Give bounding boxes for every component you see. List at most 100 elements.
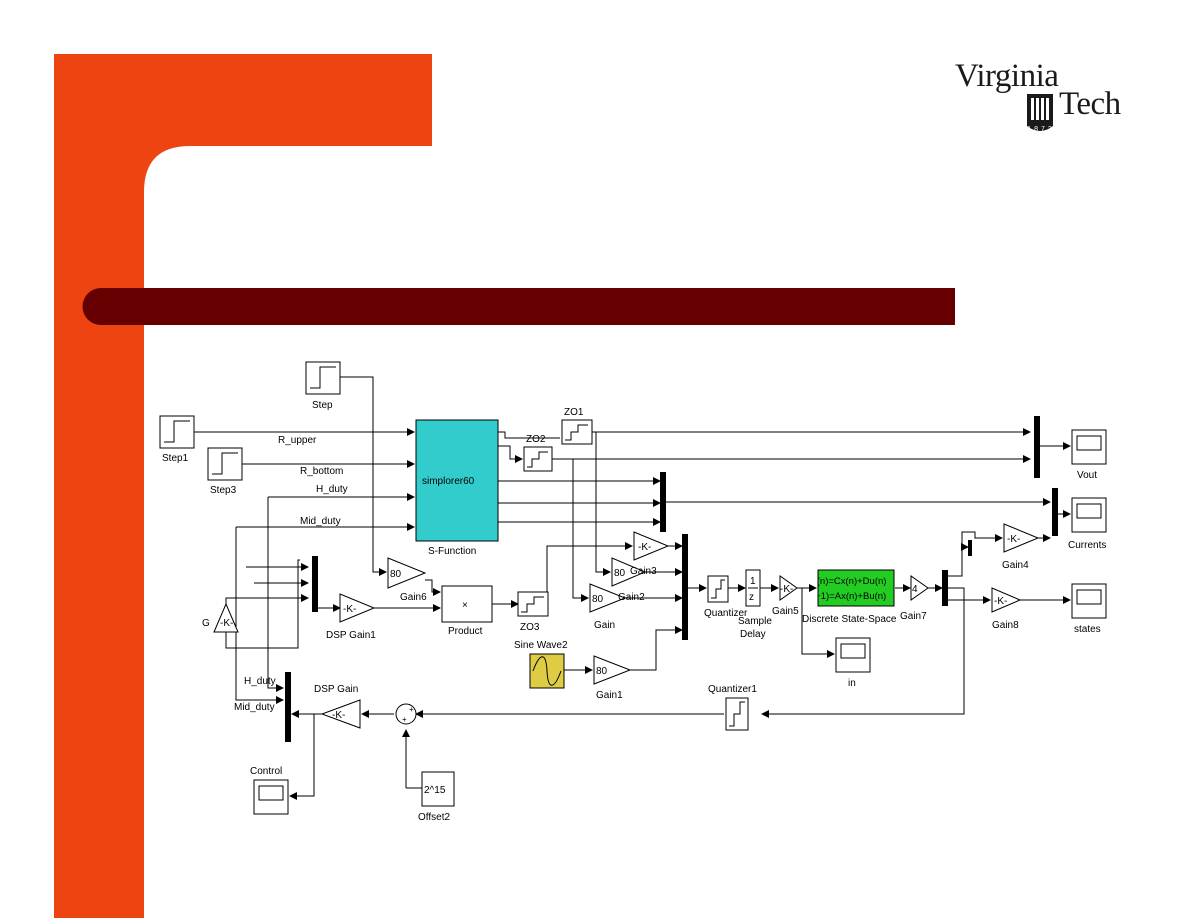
gain4-block[interactable]: -K- Gain4	[1002, 523, 1040, 571]
dsp-gain1-label: DSP Gain1	[326, 630, 376, 641]
gain8-block[interactable]: -K- Gain8	[991, 587, 1022, 631]
zo1-block[interactable]: ZO1	[561, 407, 593, 445]
gain6-label: Gain6	[400, 592, 427, 603]
zo3-block[interactable]: ZO3	[517, 591, 549, 633]
signal-label-mid-duty: Mid_duty	[300, 516, 341, 527]
signal-label-h-duty-2: H_duty	[244, 676, 276, 687]
signal-lines	[194, 376, 1071, 800]
currents-scope[interactable]: Currents	[1068, 497, 1107, 551]
dsp-gain-label: DSP Gain	[314, 684, 358, 695]
vout-label: Vout	[1077, 470, 1097, 481]
signal-label-mid-duty-2: Mid_duty	[234, 702, 275, 713]
gain5-label: Gain5	[772, 606, 799, 617]
gain2-block[interactable]: 80 Gain2 Gain	[589, 583, 645, 631]
in-scope[interactable]: in	[835, 637, 871, 689]
offset-label: Offset2	[418, 812, 450, 823]
quantizer1-block[interactable]: Quantizer1	[708, 684, 757, 731]
dsp-gain-block[interactable]: -K- DSP Gain	[314, 684, 361, 729]
sine-wave-label: Sine Wave2	[514, 640, 568, 651]
currents-label: Currents	[1068, 540, 1106, 551]
sum-plus-2: +	[402, 715, 407, 724]
product-label: Product	[448, 626, 483, 637]
unit-delay-numerator: 1	[750, 576, 756, 587]
gain3-k: -K-	[638, 542, 651, 553]
gain5-block[interactable]: -K- Gain5	[772, 575, 799, 617]
gain6-value: 80	[390, 569, 402, 580]
demux-states	[942, 570, 948, 606]
step1-label: Step1	[162, 453, 189, 464]
mux-gains	[682, 534, 688, 640]
state-space-eq1: y(n)=Cx(n)+Du(n)	[812, 576, 886, 587]
signal-label-r-upper: R_upper	[278, 435, 317, 446]
step-block[interactable]: Step	[305, 361, 341, 411]
gain1-label: Gain1	[596, 690, 623, 701]
gain-g-block[interactable]: -K- G	[202, 602, 239, 633]
dsp-gain1-k: -K-	[343, 604, 356, 615]
gain3-block[interactable]: -K-	[633, 531, 670, 561]
states-label: states	[1074, 624, 1101, 635]
gain-label: Gain	[594, 620, 615, 631]
zo1-label: ZO1	[564, 407, 584, 418]
zo2-block[interactable]: ZO2	[523, 434, 553, 472]
product-block[interactable]: × Product	[441, 585, 493, 637]
gain1-block[interactable]: 80 Gain1	[593, 655, 632, 701]
orange-curve	[144, 146, 190, 192]
dsp-gain-k: -K-	[332, 710, 345, 721]
gain3-label: Gain3	[630, 566, 657, 577]
control-label: Control	[250, 766, 282, 777]
offset-block[interactable]: 2^15 Offset2	[406, 771, 455, 823]
logo-year: 1872	[1027, 126, 1055, 133]
quantizer-label: Quantizer	[704, 608, 748, 619]
gain1-value: 80	[596, 666, 608, 677]
gain7-block[interactable]: 4 Gain7	[900, 575, 929, 622]
gain-g-label: G	[202, 618, 210, 629]
sum-block[interactable]: + +	[395, 703, 417, 725]
gain2-label: Gain2	[618, 592, 645, 603]
sine-wave-block[interactable]: Sine Wave2	[514, 640, 568, 689]
demux-currents-small	[968, 540, 972, 556]
gain4-label: Gain4	[1002, 560, 1029, 571]
quantizer1-label: Quantizer1	[708, 684, 757, 695]
state-space-eq2: x(n+1)=Ax(n)+Bu(n)	[802, 591, 886, 602]
sum-plus-1: +	[409, 705, 414, 714]
s-function-name: simplorer60	[422, 476, 475, 487]
mux-vout	[1034, 416, 1040, 478]
vout-scope[interactable]: Vout	[1071, 429, 1107, 481]
dsp-gain1-block[interactable]: -K- DSP Gain1	[326, 593, 376, 641]
maroon-bar	[82, 288, 956, 325]
gain7-label: Gain7	[900, 611, 927, 622]
offset-value: 2^15	[424, 785, 446, 796]
gain7-value: 4	[912, 584, 918, 595]
unit-delay-denominator: z	[749, 592, 754, 603]
states-scope[interactable]: states	[1071, 583, 1107, 635]
zo3-label: ZO3	[520, 622, 540, 633]
control-scope[interactable]: Control	[250, 766, 289, 815]
state-space-block[interactable]: y(n)=Cx(n)+Du(n) x(n+1)=Ax(n)+Bu(n) Disc…	[802, 569, 897, 625]
s-function-label: S-Function	[428, 546, 476, 557]
gain6-block[interactable]: 80 Gain6	[387, 557, 427, 603]
gain-80-upper-value: 80	[614, 568, 626, 579]
zo2-label: ZO2	[526, 434, 546, 445]
logo-shield-icon	[1027, 94, 1053, 131]
logo-word-virginia: Virginia	[955, 58, 1059, 94]
logo-word-tech: Tech	[1059, 86, 1121, 122]
mux-sfunction-outputs	[660, 472, 666, 532]
step3-block[interactable]: Step3	[207, 447, 243, 496]
step3-label: Step3	[210, 485, 237, 496]
mux-duty	[312, 556, 318, 612]
gain-80-upper-block[interactable]: 80 Gain3	[611, 557, 657, 587]
orange-side-bar	[54, 54, 144, 918]
state-space-label: Discrete State-Space	[802, 614, 897, 625]
gain8-label: Gain8	[992, 620, 1019, 631]
sample-delay-block[interactable]: 1 z Sample Delay	[738, 569, 772, 640]
sample-delay-label-2: Delay	[740, 629, 766, 640]
step1-block[interactable]: Step1	[159, 415, 195, 464]
gain4-k: -K-	[1007, 534, 1020, 545]
product-symbol: ×	[462, 600, 468, 611]
s-function-block[interactable]: simplorer60 S-Function	[415, 419, 499, 557]
sample-delay-label-1: Sample	[738, 616, 772, 627]
gain2-value: 80	[592, 594, 604, 605]
quantizer-block[interactable]: Quantizer	[704, 575, 748, 619]
